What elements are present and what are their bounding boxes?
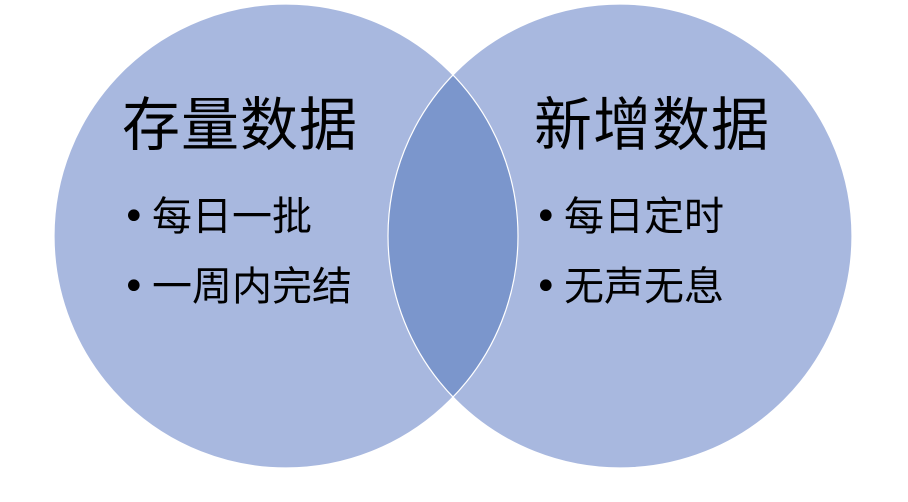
- right-set-bullet-list: •每日定时 •无声无息: [534, 182, 834, 322]
- bullet-dot: •: [122, 264, 146, 310]
- left-set-outline: [53, 3, 519, 469]
- bullet-label: 一周内完结: [152, 264, 352, 310]
- right-set-title: 新增数据: [534, 91, 771, 159]
- right-set-circle: [388, 4, 852, 468]
- left-set-panel: 存量数据 •每日一批 •一周内完结: [122, 90, 422, 322]
- bullet-label: 每日一批: [152, 194, 312, 240]
- left-set-bullet-item: •一周内完结: [122, 252, 422, 322]
- right-set-outline: [387, 3, 853, 469]
- left-set-bullet-item: •每日一批: [122, 182, 422, 252]
- bullet-label: 无声无息: [564, 264, 724, 310]
- left-set-title: 存量数据: [122, 91, 359, 159]
- bullet-dot: •: [122, 194, 146, 240]
- right-set-bullet-item: •无声无息: [534, 252, 834, 322]
- left-set-bullet-list: •每日一批 •一周内完结: [122, 182, 422, 322]
- bullet-dot: •: [534, 194, 558, 240]
- bullet-dot: •: [534, 264, 558, 310]
- left-set-circle: [54, 4, 518, 468]
- right-set-bullet-item: •每日定时: [534, 182, 834, 252]
- right-set-panel: 新增数据 •每日定时 •无声无息: [534, 90, 834, 322]
- bullet-label: 每日定时: [564, 194, 724, 240]
